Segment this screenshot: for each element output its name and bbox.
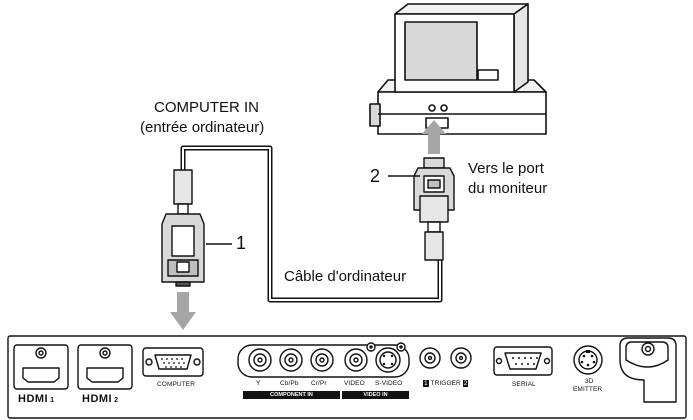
hdmi-1-number: 1 — [50, 397, 55, 404]
hdmi-1-text: HDMI — [18, 393, 49, 405]
component-y-label: Y — [256, 380, 261, 387]
component-crpr-label: Cr/Pr — [311, 380, 327, 387]
vga-connector-2 — [413, 157, 455, 261]
emitter-3d-label: 3D — [585, 378, 594, 385]
trigger-1-number: 1 — [423, 380, 429, 387]
trigger-text: TRIGGER — [430, 380, 461, 387]
computer-port-label: COMPUTER — [157, 381, 195, 388]
callout-number-1: 1 — [236, 233, 247, 253]
rca-jacks — [248, 348, 368, 372]
computer-in-label: COMPUTER IN — [154, 99, 259, 116]
hdmi-2-number: 2 — [114, 397, 119, 404]
computer-illustration — [369, 3, 547, 135]
arrow-up-icon — [422, 120, 446, 154]
serial-label: SERIAL — [512, 381, 536, 388]
trigger-2-number: 2 — [462, 380, 469, 387]
monitor-port-label-line1: Vers le port — [468, 160, 544, 177]
monitor-port-label-line2: du moniteur — [468, 180, 548, 197]
video-in-bar: VIDEO IN — [342, 391, 409, 399]
video-label: VIDEO — [344, 380, 365, 387]
component-in-bar: COMPONENT IN — [243, 391, 340, 399]
hdmi-2-text: HDMI — [82, 393, 113, 405]
computer-cable-label: Câble d'ordinateur — [284, 268, 407, 285]
arrow-down-icon — [170, 292, 196, 330]
trigger-label: 1 TRIGGER 2 — [423, 380, 469, 387]
emitter-label: EMITTER — [573, 386, 603, 393]
projector-panel — [7, 335, 687, 419]
component-cbpb-label: Cb/Pb — [280, 380, 299, 387]
vga-connector-1 — [161, 169, 205, 287]
computer-cable — [180, 145, 443, 303]
computer-in-french-label: (entrée ordinateur) — [140, 119, 265, 136]
s-video-label: S-VIDEO — [375, 380, 403, 387]
callout-number-2: 2 — [370, 166, 381, 186]
